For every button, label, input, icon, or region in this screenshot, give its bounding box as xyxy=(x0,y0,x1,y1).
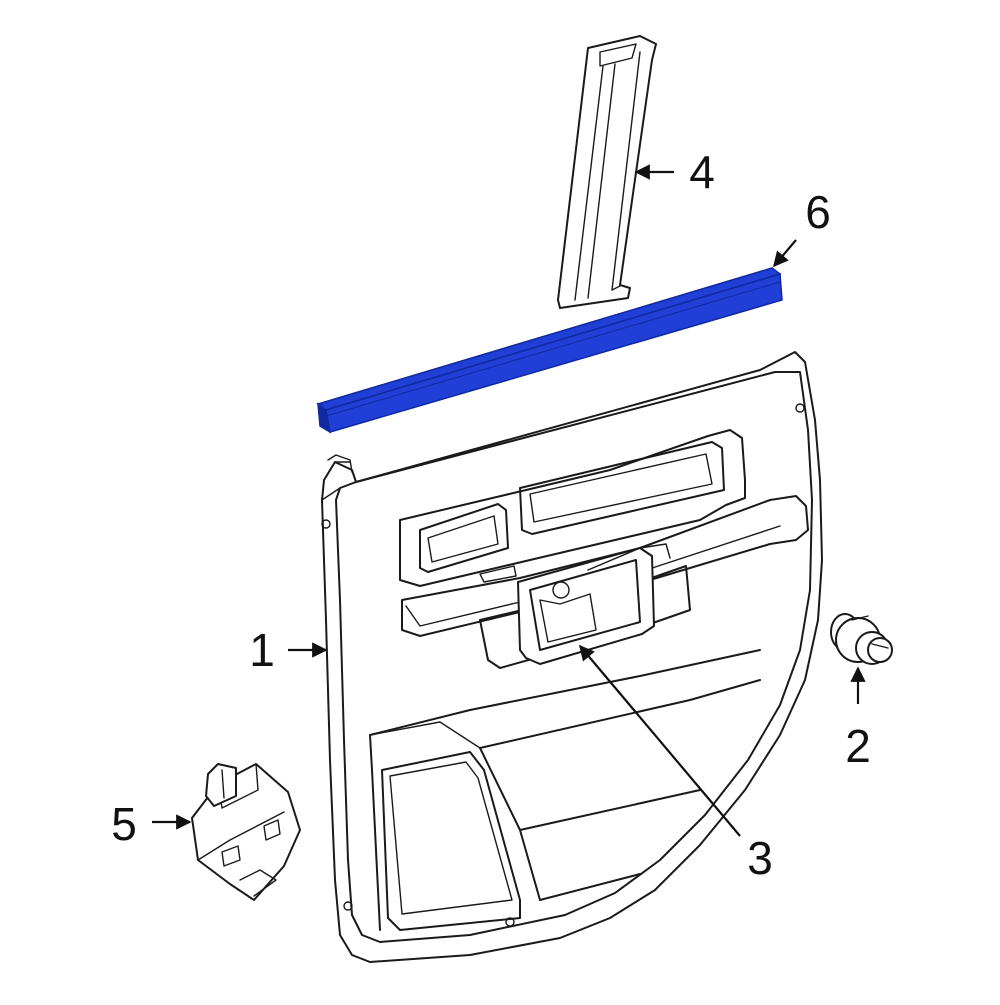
callout-label-3: 3 xyxy=(747,832,773,884)
callout-label-2: 2 xyxy=(845,720,871,772)
pillar-trim-part xyxy=(557,35,657,309)
callout-label-5: 5 xyxy=(111,798,137,850)
callout-2: 2 xyxy=(845,666,871,772)
callout-1: 1 xyxy=(249,624,328,676)
door-trim-panel-part xyxy=(321,351,823,963)
callout-label-4: 4 xyxy=(689,146,715,198)
push-pin-retainer-part xyxy=(830,613,893,665)
callout-4: 4 xyxy=(634,146,715,198)
callout-label-1: 1 xyxy=(249,624,275,676)
leader-3 xyxy=(579,644,741,837)
callout-3: 3 xyxy=(579,644,773,884)
belt-weatherstrip-part xyxy=(316,267,783,434)
callout-5: 5 xyxy=(111,798,192,850)
callout-label-6: 6 xyxy=(805,186,831,238)
window-switch-part xyxy=(191,763,301,901)
leader-6 xyxy=(773,239,797,268)
callout-6: 6 xyxy=(773,186,831,268)
